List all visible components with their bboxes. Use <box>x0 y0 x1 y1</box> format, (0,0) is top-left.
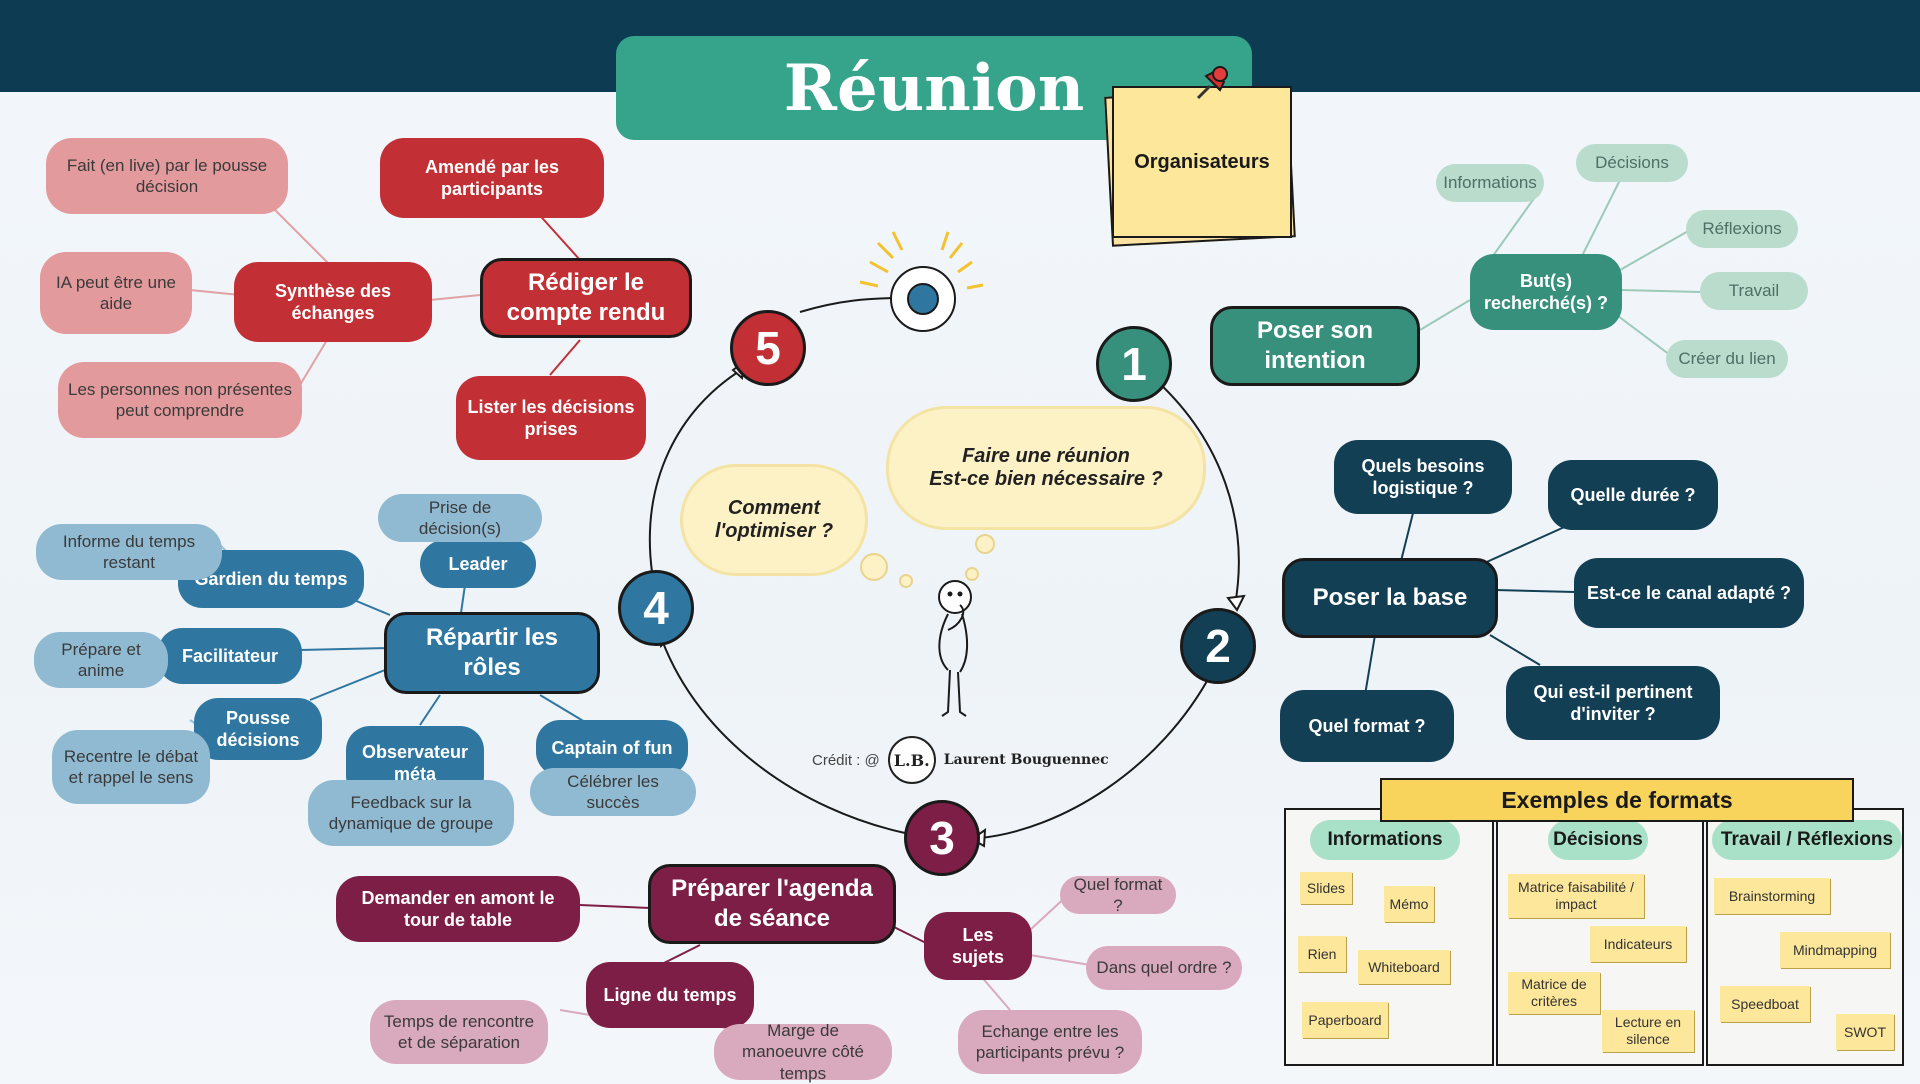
step-3-sub-roundtable[interactable]: Demander en amont le tour de table <box>336 876 580 942</box>
step-2-sub-format[interactable]: Quel format ? <box>1280 690 1454 762</box>
step-4-leaf-refocus: Recentre le débat et rappel le sens <box>52 730 210 804</box>
format-note: Mindmapping <box>1780 932 1890 968</box>
formats-column-title: Travail / Réflexions <box>1712 820 1902 860</box>
formats-panel: Exemples de formats Informations Slides … <box>1284 778 1906 1068</box>
step-1-number: 1 <box>1096 326 1172 402</box>
credit: Crédit : @ L.B. Laurent Bouguennec <box>812 736 1109 784</box>
step-3-sub-timeline[interactable]: Ligne du temps <box>586 962 754 1028</box>
format-note: Matrice de critères <box>1508 972 1600 1014</box>
format-note: Paperboard <box>1302 1002 1388 1038</box>
step-4-sub-fun[interactable]: Captain of fun <box>536 720 688 776</box>
formats-title: Exemples de formats <box>1380 778 1854 822</box>
step-2-main[interactable]: Poser la base <box>1282 558 1498 638</box>
formats-column-informations: Informations Slides Mémo Rien Whiteboard… <box>1284 808 1494 1066</box>
step-4-number: 4 <box>618 570 694 646</box>
step-4-leaf-feedback: Feedback sur la dynamique de groupe <box>308 780 514 846</box>
format-note: SWOT <box>1836 1014 1894 1050</box>
step-4-main[interactable]: Répartir les rôles <box>384 612 600 694</box>
format-note: Brainstorming <box>1714 878 1830 914</box>
step-1-leaf-travail: Travail <box>1700 272 1808 310</box>
credit-label: Crédit : @ <box>812 751 880 769</box>
step-1-leaf-reflexions: Réflexions <box>1686 210 1798 248</box>
author-logo: L.B. <box>887 736 936 784</box>
step-4-sub-facilitator[interactable]: Facilitateur <box>158 628 302 684</box>
step-3-leaf-format: Quel format ? <box>1060 875 1176 915</box>
step-3-number: 3 <box>904 800 980 876</box>
step-1-sub-goals[interactable]: But(s) recherché(s) ? <box>1470 254 1622 330</box>
pushpin-icon <box>1196 66 1228 100</box>
step-4-leaf-celebrate: Célébrer les succès <box>530 768 696 816</box>
step-2-sub-duration[interactable]: Quelle durée ? <box>1548 460 1718 530</box>
page-title: Réunion <box>783 50 1085 126</box>
format-note: Indicateurs <box>1590 926 1686 962</box>
step-5-leaf-live: Fait (en live) par le pousse décision <box>46 138 288 214</box>
format-note: Slides <box>1300 872 1352 904</box>
step-3-leaf-order: Dans quel ordre ? <box>1086 946 1242 990</box>
step-4-sub-pusher[interactable]: Pousse décisions <box>194 698 322 760</box>
step-4-leaf-prepare: Prépare et anime <box>34 632 168 688</box>
step-1-leaf-lien: Créer du lien <box>1666 340 1788 378</box>
step-2-sub-invite[interactable]: Qui est-il pertinent d'inviter ? <box>1506 666 1720 740</box>
format-note: Speedboat <box>1720 986 1810 1022</box>
step-3-sub-topics[interactable]: Les sujets <box>924 912 1032 980</box>
author-name: Laurent Bouguennec <box>943 752 1109 768</box>
formats-column-travail: Travail / Réflexions Brainstorming Mindm… <box>1706 808 1904 1066</box>
step-1-main[interactable]: Poser son intention <box>1210 306 1420 386</box>
target-icon <box>859 231 984 332</box>
step-4-leaf-decision: Prise de décision(s) <box>378 494 542 542</box>
format-note: Matrice faisabilité / impact <box>1508 874 1644 918</box>
step-5-number: 5 <box>730 310 806 386</box>
format-note: Rien <box>1298 936 1346 972</box>
step-5-sub-synthesis[interactable]: Synthèse des échanges <box>234 262 432 342</box>
step-3-leaf-margin: Marge de manoeuvre côté temps <box>714 1021 892 1083</box>
step-2-sub-logistics[interactable]: Quels besoins logistique ? <box>1334 440 1512 514</box>
format-note: Lecture en silence <box>1602 1010 1694 1052</box>
step-3-main[interactable]: Préparer l'agenda de séance <box>648 864 896 944</box>
step-5-leaf-ia: IA peut être une aide <box>40 252 192 334</box>
cloud-optimise: Comment l'optimiser ? <box>680 464 868 576</box>
step-3-leaf-meeting-time: Temps de rencontre et de séparation <box>370 1000 548 1064</box>
format-note: Mémo <box>1384 886 1434 922</box>
step-5-sub-amended[interactable]: Amendé par les participants <box>380 138 604 218</box>
formats-column-title: Décisions <box>1548 820 1648 860</box>
step-4-leaf-time: Informe du temps restant <box>36 524 222 580</box>
step-5-main[interactable]: Rédiger le compte rendu <box>480 258 692 338</box>
thinking-person-icon <box>938 580 972 717</box>
step-2-number: 2 <box>1180 608 1256 684</box>
step-4-sub-leader[interactable]: Leader <box>420 540 536 588</box>
step-5-sub-decisions[interactable]: Lister les décisions prises <box>456 376 646 460</box>
step-5-leaf-absent: Les personnes non présentes peut compren… <box>58 362 302 438</box>
formats-column-decisions: Décisions Matrice faisabilité / impact I… <box>1496 808 1704 1066</box>
sticky-organisateurs: Organisateurs <box>1112 86 1292 238</box>
step-1-leaf-informations: Informations <box>1436 164 1544 202</box>
step-3-leaf-exchange: Echange entre les participants prévu ? <box>958 1010 1142 1074</box>
cloud-main-question: Faire une réunion Est-ce bien nécessaire… <box>886 406 1206 530</box>
format-note: Whiteboard <box>1358 950 1450 984</box>
step-2-sub-channel[interactable]: Est-ce le canal adapté ? <box>1574 558 1804 628</box>
formats-column-title: Informations <box>1310 820 1460 860</box>
step-1-leaf-decisions: Décisions <box>1576 144 1688 182</box>
sticky-label: Organisateurs <box>1134 150 1270 173</box>
